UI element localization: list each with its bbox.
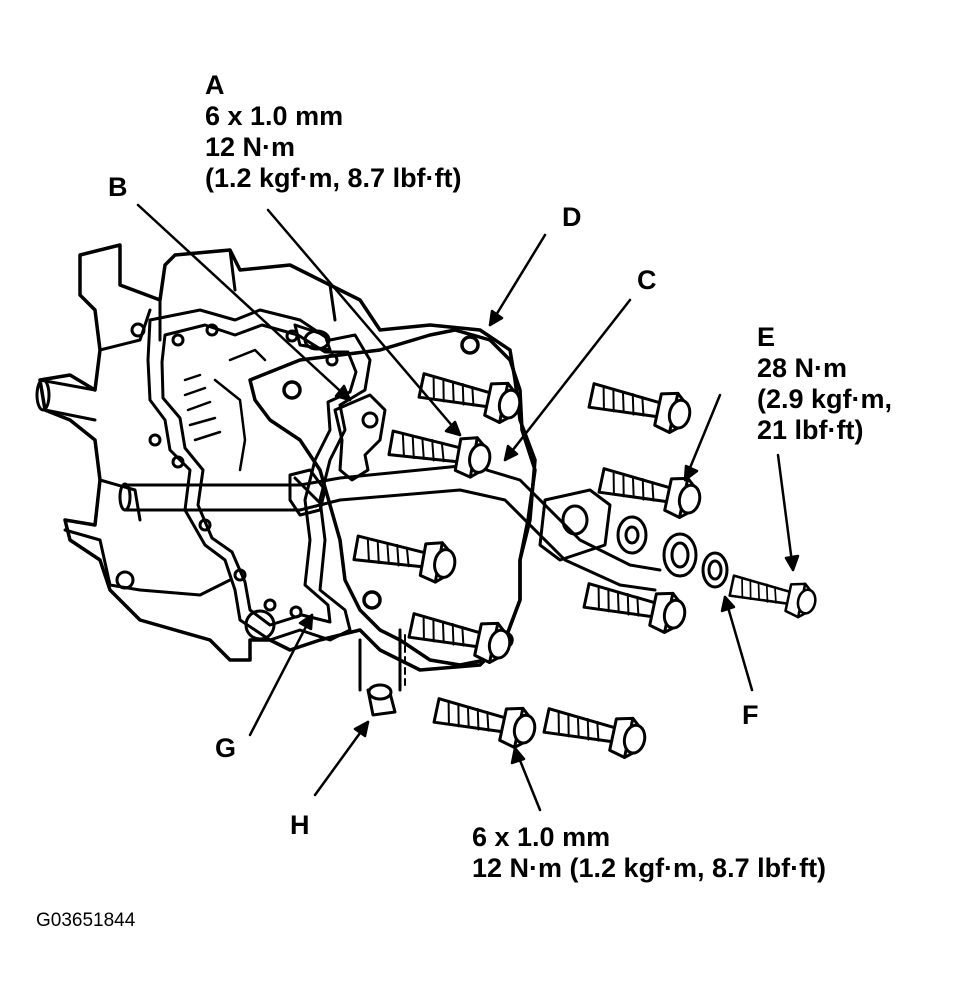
main-housing [35,243,537,672]
internal-parts [183,348,267,472]
leader-lines [136,203,800,812]
lower-housing [63,528,406,692]
callout-c: C [637,265,657,295]
callout-f: F [742,700,759,730]
callout-bottom-bolts: 6 x 1.0 mm 12 N·m (1.2 kgf·m, 8.7 lbf·ft… [472,822,826,884]
oil-pipe [118,463,662,592]
callout-e-torque-alt-2: 21 lbf·ft) [757,415,864,445]
callout-h: H [290,810,310,840]
washer-icon [662,532,729,589]
callout-d: D [562,202,582,232]
callout-a-torque-alt: (1.2 kgf·m, 8.7 lbf·ft) [205,163,462,193]
callout-e-letter: E [757,322,776,352]
union-bolt-e [726,567,820,622]
dowel-pin-b [293,323,332,352]
pipe-bracket [333,393,387,482]
callout-a: A 6 x 1.0 mm 12 N·m (1.2 kgf·m, 8.7 lbf·… [205,70,462,194]
callout-g: G [215,733,237,763]
callout-a-torque: 12 N·m [205,132,296,162]
callout-a-letter: A [205,70,225,100]
port-block [538,488,648,562]
callout-e: E 28 N·m (2.9 kgf·m, 21 lbf·ft) [757,322,892,446]
gasket-flange [130,308,372,642]
callout-bottom-size: 6 x 1.0 mm [472,822,611,852]
callout-bottom-torque: 12 N·m (1.2 kgf·m, 8.7 lbf·ft) [472,853,827,883]
callout-b: B [108,172,128,202]
figure-id: G03651844 [36,910,136,931]
bolt-icon [351,364,706,763]
dowel-pin-icon [366,683,397,717]
callout-e-torque-alt-1: (2.9 kgf·m, [757,384,893,414]
callout-a-size: 6 x 1.0 mm [205,101,344,131]
callout-e-torque: 28 N·m [757,353,848,383]
